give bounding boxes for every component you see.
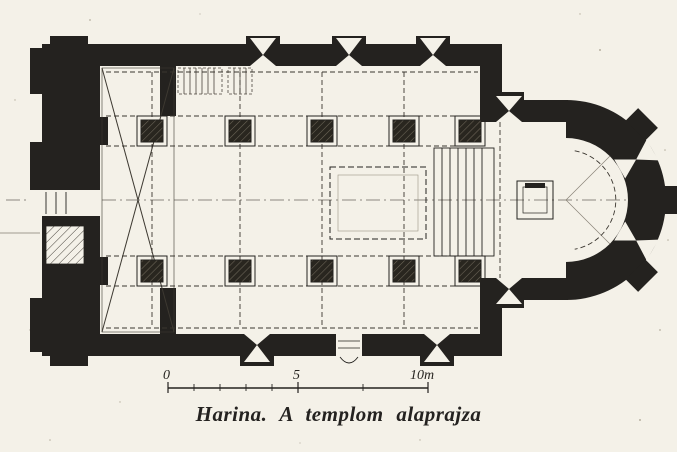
pier	[306, 255, 338, 287]
pier	[454, 115, 486, 147]
window-splays	[244, 38, 659, 362]
pier	[136, 115, 168, 147]
scale-label-10: 10m	[410, 368, 435, 383]
scale-label-5: 5	[293, 368, 300, 383]
central-dashed-rectangle	[329, 166, 427, 240]
tower-cross-lines	[101, 67, 175, 333]
altar	[516, 180, 554, 220]
paper-speckles	[14, 13, 669, 444]
vault-dashed-lines	[106, 71, 617, 329]
figure-caption: Harina. A templom alaprajza	[195, 402, 482, 426]
pier	[136, 255, 168, 287]
west-stair-hatch	[45, 225, 85, 265]
masonry-walls	[30, 36, 568, 366]
west-portal	[30, 190, 100, 216]
pier	[388, 115, 420, 147]
pier	[224, 115, 256, 147]
chancel-steps	[433, 147, 495, 257]
scale-label-0: 0	[163, 368, 170, 383]
pier	[224, 255, 256, 287]
pier	[454, 255, 486, 287]
south-doorway	[336, 334, 362, 364]
piers	[136, 115, 486, 287]
apse	[566, 100, 677, 300]
scale-bar	[167, 382, 429, 393]
pier	[388, 255, 420, 287]
pier	[306, 115, 338, 147]
